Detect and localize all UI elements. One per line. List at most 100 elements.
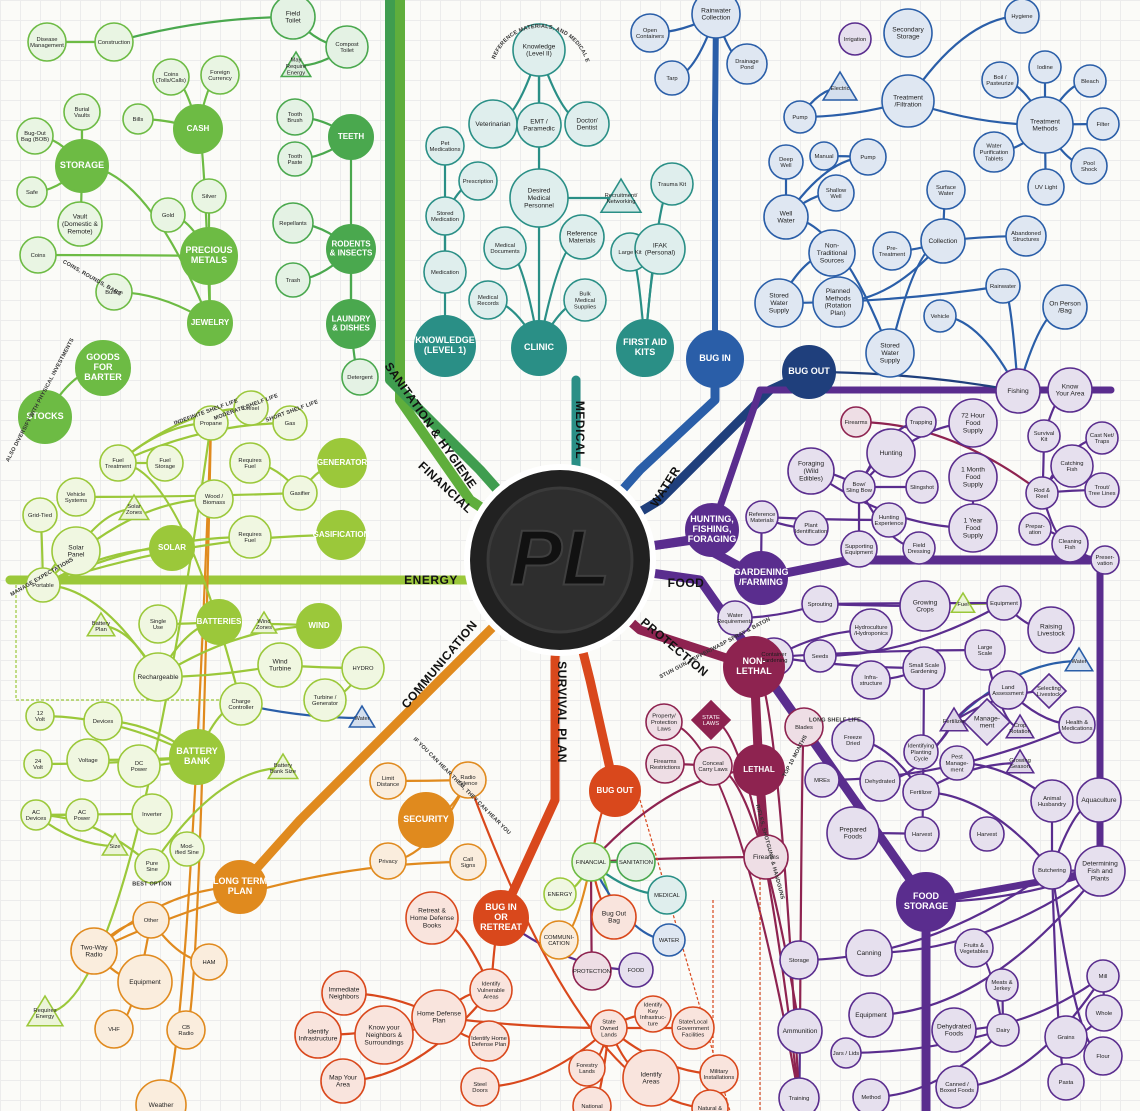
node-size[interactable] [100, 832, 130, 856]
node-hydro[interactable] [341, 646, 385, 690]
node-gardening-farming[interactable] [734, 551, 788, 605]
node-recruitment-networking[interactable] [599, 177, 643, 214]
node-fertilizer[interactable] [938, 706, 970, 732]
node-clinic[interactable] [511, 320, 567, 376]
node-surface-water[interactable] [926, 170, 966, 210]
node-sprouting[interactable] [801, 585, 839, 623]
node-72-hour-food-supply[interactable] [948, 398, 998, 448]
node-mres[interactable] [804, 762, 840, 798]
node-identify-home-defense-plan[interactable] [468, 1020, 510, 1062]
node-property-protection-laws[interactable] [645, 703, 683, 741]
node-fishing[interactable] [995, 368, 1041, 414]
node-butchering[interactable] [1032, 850, 1072, 890]
node-slingshot[interactable] [905, 470, 939, 504]
node-battery-plan[interactable] [85, 611, 117, 637]
node-fuel-treatment[interactable] [99, 444, 137, 482]
node-iodine[interactable] [1028, 50, 1062, 84]
node-tooth-brush[interactable] [276, 98, 314, 136]
node-firearms[interactable] [840, 406, 872, 438]
node-vault-domestic-remote[interactable] [57, 201, 103, 247]
node-1-month-food-supply[interactable] [948, 452, 998, 502]
node-turbine-generator[interactable] [303, 678, 347, 722]
node-identify-vulnerable-areas[interactable] [469, 968, 513, 1012]
node-emt-paramedic[interactable] [516, 102, 562, 148]
node-vehicle-systems[interactable] [56, 477, 96, 517]
node-wind[interactable] [296, 603, 342, 649]
node-requires-fuel[interactable] [229, 442, 271, 484]
node-drainage-pond[interactable] [726, 43, 768, 85]
node-conceal-carry-laws[interactable] [693, 746, 733, 786]
node-protection[interactable] [572, 951, 612, 991]
node-solar-zones[interactable] [117, 493, 151, 521]
node-safe[interactable] [16, 176, 48, 208]
node-reference-materials[interactable] [559, 214, 605, 260]
node-know-your-neighbors-surroundings[interactable] [354, 1005, 414, 1065]
node-filter[interactable] [1086, 107, 1120, 141]
node-ham[interactable] [190, 943, 228, 981]
node-crop-rotation[interactable] [1004, 713, 1036, 739]
node-food-storage[interactable] [896, 872, 956, 932]
node-requires-energy[interactable] [25, 994, 65, 1027]
node-non-lethal[interactable] [723, 636, 785, 698]
node-first-aid-kits[interactable] [616, 319, 674, 377]
node-reference-materials[interactable] [745, 500, 779, 534]
node-two-way-radio[interactable] [70, 927, 118, 975]
node-pest-manage-ment[interactable] [939, 745, 975, 781]
node-laundry-dishes[interactable] [326, 299, 376, 349]
node-weather[interactable] [135, 1079, 187, 1111]
node-determining-fish-and-plants[interactable] [1074, 845, 1126, 897]
node-pet-medications[interactable] [425, 126, 465, 166]
node-dairy[interactable] [986, 1013, 1020, 1047]
node-storage[interactable] [55, 139, 109, 193]
node-24-volt[interactable] [23, 749, 53, 779]
node-hunting-fishing-foraging[interactable] [685, 503, 739, 557]
node-devices[interactable] [83, 701, 123, 741]
node-burial-vaults[interactable] [63, 93, 101, 131]
node-trapping[interactable] [905, 406, 937, 438]
node-bug-out[interactable] [782, 345, 836, 399]
node-fertilizer[interactable] [902, 773, 940, 811]
node-pre-treatment[interactable] [872, 231, 912, 271]
node-energy[interactable] [543, 877, 577, 911]
node-irrigation[interactable] [838, 22, 872, 56]
node-infra-structure[interactable] [851, 660, 891, 700]
node-grid-tied[interactable] [22, 497, 58, 533]
node-identify-key-infrastruc-ture[interactable] [634, 995, 672, 1033]
node-wood-biomass[interactable] [194, 479, 234, 519]
node-home-defense-plan[interactable] [411, 989, 467, 1045]
node-lethal[interactable] [733, 744, 785, 796]
node-field-dressing[interactable] [902, 531, 936, 565]
node-security[interactable] [398, 792, 454, 848]
node-shallow-well[interactable] [817, 174, 855, 212]
node-planned-methods-rotation-plan[interactable] [812, 276, 864, 328]
node-goods-for-barter[interactable] [75, 340, 131, 396]
node-state-laws[interactable] [690, 699, 732, 741]
node-survival-kit[interactable] [1027, 419, 1061, 453]
node-charge-controller[interactable] [219, 682, 263, 726]
node-identify-infrastructure[interactable] [294, 1011, 342, 1059]
node-on-person-bag[interactable] [1042, 284, 1088, 330]
node-canned-boxed-foods[interactable] [935, 1065, 979, 1109]
node-stored-medication[interactable] [425, 196, 465, 236]
node-wind-turbine[interactable] [257, 642, 303, 688]
node-small-scale-gardening[interactable] [902, 646, 946, 690]
node-repellants[interactable] [272, 202, 314, 244]
node-land-assessment[interactable] [988, 670, 1028, 710]
node-stored-water-supply[interactable] [754, 278, 804, 328]
node-dehydrated-foods[interactable] [931, 1007, 977, 1053]
node-radio-silence[interactable] [449, 761, 487, 799]
node-mod-ified-sine[interactable] [169, 831, 205, 867]
node-inverter[interactable] [131, 793, 173, 835]
node-long-term-plan[interactable] [213, 860, 267, 914]
node-prepared-foods[interactable] [826, 806, 880, 860]
node-medical[interactable] [647, 875, 687, 915]
node-jars-lids[interactable] [830, 1037, 862, 1069]
node-foraging-wild-edibles[interactable] [787, 447, 835, 495]
node-national[interactable] [572, 1086, 612, 1111]
node-bow-sling-bow[interactable] [842, 470, 876, 504]
node-immediate-neighbors[interactable] [321, 970, 367, 1016]
node-coins-tolls-calls[interactable] [152, 58, 190, 96]
node-retreat-home-defense-books[interactable] [405, 891, 459, 945]
node-seeds[interactable] [803, 639, 837, 673]
node-battery-bank[interactable] [169, 729, 225, 785]
